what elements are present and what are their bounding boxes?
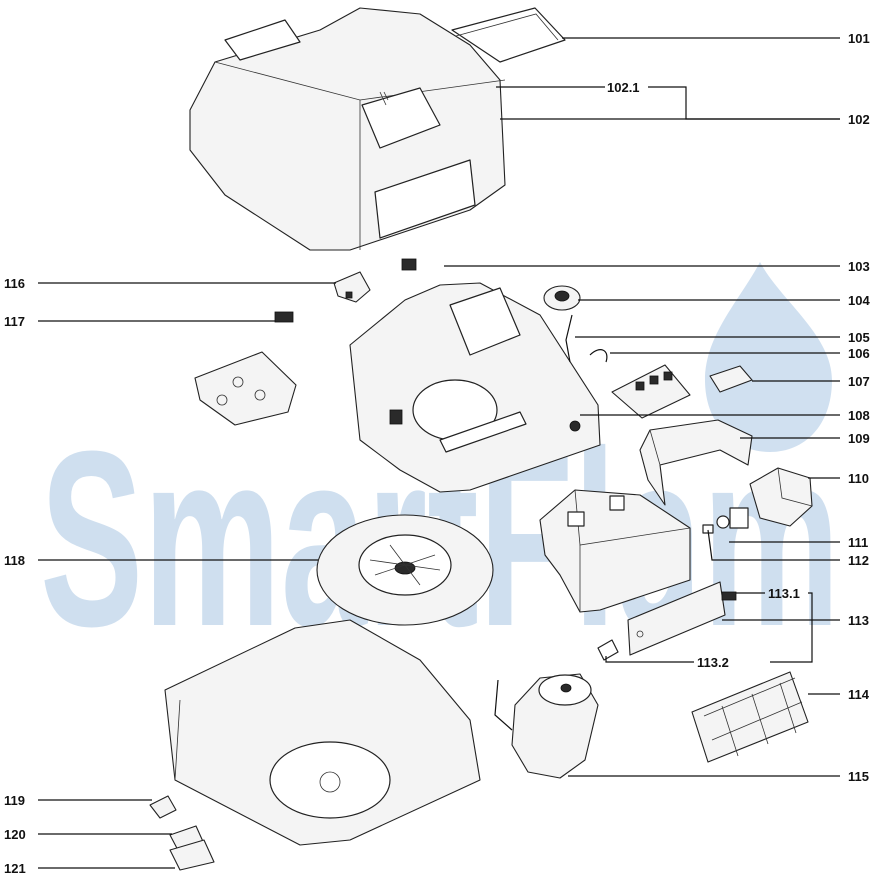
callout-107: 107 <box>848 374 870 389</box>
callout-102: 102 <box>848 112 870 127</box>
callout-labels: 101 102.1 102 103 104 105 106 107 108 10… <box>4 31 870 876</box>
callout-117: 117 <box>4 314 25 329</box>
part-121-block <box>169 839 215 871</box>
callout-121: 121 <box>4 861 26 876</box>
callout-110: 110 <box>848 471 869 486</box>
callout-104: 104 <box>848 293 870 308</box>
water-drop-logo <box>705 262 832 452</box>
callout-113: 113 <box>848 613 869 628</box>
mounting-bracket <box>194 351 297 426</box>
part-119-terminal <box>149 795 177 819</box>
burner-housing <box>539 489 691 613</box>
part-107-display <box>611 364 753 419</box>
part-101-cover-flap <box>451 7 566 63</box>
callout-108: 108 <box>848 408 870 423</box>
part-110-gas-valve <box>729 467 813 529</box>
part-103-clip <box>401 258 417 271</box>
callout-118: 118 <box>4 553 25 568</box>
part-114-filter <box>691 671 809 763</box>
part-105-wire <box>565 314 573 363</box>
part-106-clip <box>589 349 608 363</box>
part-111-seal <box>716 515 730 529</box>
part-108-control-board <box>349 282 601 493</box>
callout-120: 120 <box>4 827 26 842</box>
part-118-fan-wheel <box>316 514 494 626</box>
callout-102-1: 102.1 <box>607 80 640 95</box>
callout-106: 106 <box>848 346 870 361</box>
callout-111: 111 <box>848 535 868 550</box>
leader-lines <box>38 37 840 869</box>
callout-109: 109 <box>848 431 870 446</box>
callout-103: 103 <box>848 259 870 274</box>
callout-101: 101 <box>848 31 870 46</box>
part-102-top-housing <box>189 7 506 251</box>
part-104-sensor <box>543 285 581 311</box>
part-115-motor <box>494 673 599 779</box>
callout-113-1: 113.1 <box>768 586 800 601</box>
callout-114: 114 <box>848 687 870 702</box>
callout-119: 119 <box>4 793 25 808</box>
part-109-shroud <box>639 419 753 506</box>
callout-112: 112 <box>848 553 869 568</box>
callout-116: 116 <box>4 276 25 291</box>
callout-115: 115 <box>848 769 869 784</box>
part-113-2-electrode <box>597 639 619 661</box>
part-113-ignition-board <box>627 581 726 656</box>
callout-113-2: 113.2 <box>697 655 729 670</box>
bottom-base <box>164 619 481 846</box>
part-113-1-terminal <box>721 591 737 601</box>
part-117-clip <box>274 311 294 323</box>
part-116-switch <box>333 271 371 303</box>
callout-105: 105 <box>848 330 870 345</box>
